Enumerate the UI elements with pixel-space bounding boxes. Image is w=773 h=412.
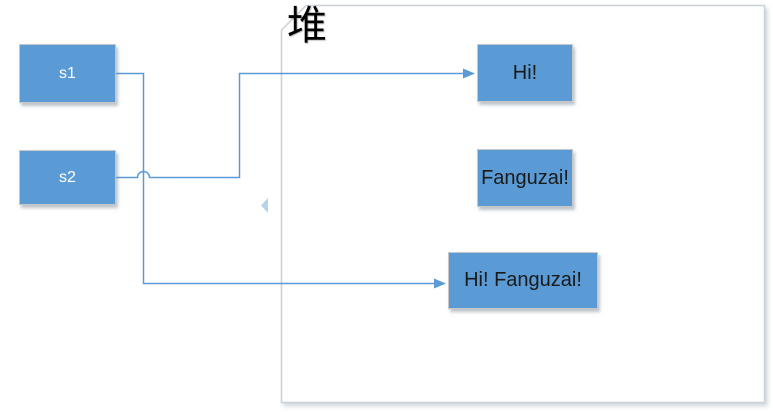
- heap-title: 堆: [287, 4, 327, 48]
- left-triangle-icon: [261, 198, 268, 213]
- box-hi: Hi!: [477, 44, 573, 102]
- box-hi-fanguzai-label: Hi! Fanguzai!: [464, 269, 582, 291]
- box-s2-label: s2: [59, 168, 76, 186]
- box-s2: s2: [19, 150, 116, 205]
- box-s1: s1: [19, 44, 116, 103]
- connector-s2-to-hi: [116, 72, 463, 179]
- box-hi-fanguzai: Hi! Fanguzai!: [448, 252, 598, 309]
- arrowhead-s2-icon: [463, 68, 475, 79]
- box-fanguzai-label: Fanguzai!: [481, 166, 569, 189]
- box-hi-label: Hi!: [512, 61, 538, 84]
- arrowhead-s1-icon: [434, 278, 446, 289]
- box-fanguzai: Fanguzai!: [477, 149, 573, 207]
- box-s1-label: s1: [59, 64, 76, 82]
- connector-s1-to-hi-fanguzai: [116, 72, 434, 285]
